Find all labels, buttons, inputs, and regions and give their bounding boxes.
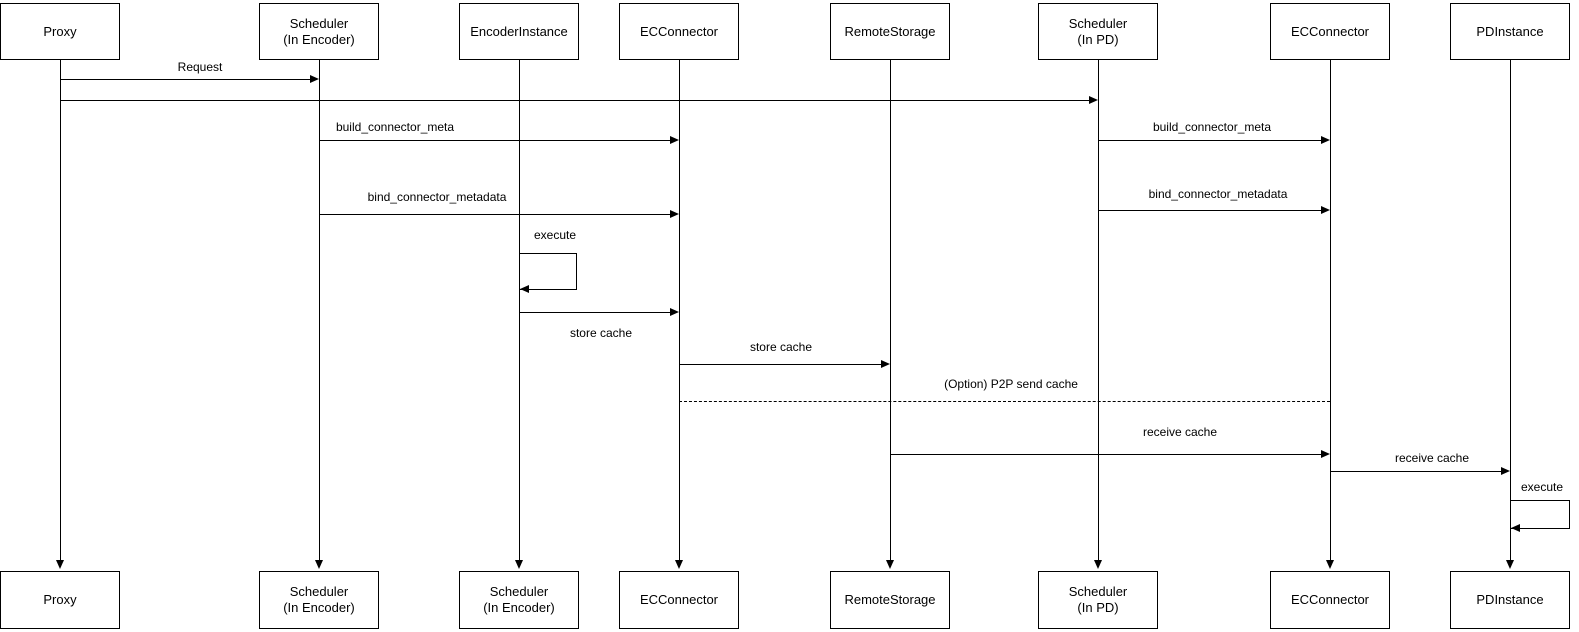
participant-ec-connector-encoder-bottom: ECConnector <box>619 571 739 629</box>
message-label-store-cache-2: store cache <box>749 340 813 354</box>
arrowhead-icon <box>1321 136 1330 144</box>
message-line-build-connector-meta-right <box>1098 140 1321 141</box>
participant-ec-connector-pd-top: ECConnector <box>1270 3 1390 60</box>
lifeline-scheduler-pd <box>1098 60 1099 560</box>
message-label-build-connector-meta-left: build_connector_meta <box>335 120 455 134</box>
message-label-receive-cache-1: receive cache <box>1142 425 1218 439</box>
participant-pd-instance-top: PDInstance <box>1450 3 1570 60</box>
participant-encoder-instance-top: EncoderInstance <box>459 3 579 60</box>
lifeline-end-arrow-icon <box>886 560 894 569</box>
lifeline-end-arrow-icon <box>315 560 323 569</box>
lifeline-ec-connector-pd <box>1330 60 1331 560</box>
arrowhead-icon <box>1321 450 1330 458</box>
message-line-receive-cache-1 <box>890 454 1321 455</box>
lifeline-end-arrow-icon <box>1094 560 1102 569</box>
lifeline-scheduler-encoder <box>319 60 320 560</box>
message-line-bind-connector-metadata-right <box>1098 210 1321 211</box>
lifeline-end-arrow-icon <box>1506 560 1514 569</box>
lifeline-ec-connector-encoder <box>679 60 680 560</box>
arrowhead-icon <box>1321 206 1330 214</box>
message-line-receive-cache-2 <box>1330 471 1501 472</box>
message-label-receive-cache-2: receive cache <box>1394 451 1470 465</box>
message-line-store-cache-2 <box>679 364 881 365</box>
message-label-execute-encoder: execute <box>533 228 577 242</box>
lifeline-pd-instance <box>1510 60 1511 560</box>
message-line-request <box>60 79 310 80</box>
message-label-execute-pd: execute <box>1520 480 1564 494</box>
participant-ec-connector-encoder-top: ECConnector <box>619 3 739 60</box>
message-line-bind-connector-metadata-left <box>319 214 670 215</box>
arrowhead-icon <box>670 308 679 316</box>
lifeline-end-arrow-icon <box>56 560 64 569</box>
message-line-p2p-send-cache <box>679 401 1330 402</box>
message-label-store-cache-1: store cache <box>569 326 633 340</box>
participant-encoder-instance-bottom: Scheduler (In Encoder) <box>459 571 579 629</box>
message-label-request: Request <box>177 60 223 74</box>
lifeline-end-arrow-icon <box>1326 560 1334 569</box>
participant-scheduler-encoder-bottom: Scheduler (In Encoder) <box>259 571 379 629</box>
lifeline-remote-storage <box>890 60 891 560</box>
arrowhead-icon <box>1089 96 1098 104</box>
lifeline-end-arrow-icon <box>515 560 523 569</box>
lifeline-encoder-instance <box>519 60 520 560</box>
message-line-store-cache-1 <box>519 312 670 313</box>
participant-scheduler-encoder-top: Scheduler (In Encoder) <box>259 3 379 60</box>
self-loop-execute-pd <box>1510 500 1570 529</box>
participant-pd-instance-bottom: PDInstance <box>1450 571 1570 629</box>
arrowhead-icon <box>310 75 319 83</box>
participant-scheduler-pd-top: Scheduler (In PD) <box>1038 3 1158 60</box>
message-label-bind-connector-metadata-left: bind_connector_metadata <box>367 190 507 204</box>
lifeline-end-arrow-icon <box>675 560 683 569</box>
participant-remote-storage-top: RemoteStorage <box>830 3 950 60</box>
arrowhead-icon <box>670 210 679 218</box>
message-label-bind-connector-metadata-right: bind_connector_metadata <box>1148 187 1288 201</box>
lifeline-proxy <box>60 60 61 560</box>
self-loop-execute-encoder <box>519 253 577 290</box>
message-line-proxy-to-scheduler-pd <box>60 100 1089 101</box>
arrowhead-icon <box>1511 524 1520 532</box>
participant-remote-storage-bottom: RemoteStorage <box>830 571 950 629</box>
participant-proxy-top: Proxy <box>0 3 120 60</box>
arrowhead-icon <box>881 360 890 368</box>
participant-proxy-bottom: Proxy <box>0 571 120 629</box>
message-label-p2p-send-cache: (Option) P2P send cache <box>944 377 1078 391</box>
message-line-build-connector-meta-left <box>319 140 670 141</box>
arrowhead-icon <box>1501 467 1510 475</box>
message-label-build-connector-meta-right: build_connector_meta <box>1152 120 1272 134</box>
participant-scheduler-pd-bottom: Scheduler (In PD) <box>1038 571 1158 629</box>
participant-ec-connector-pd-bottom: ECConnector <box>1270 571 1390 629</box>
arrowhead-icon <box>520 285 529 293</box>
arrowhead-icon <box>670 136 679 144</box>
